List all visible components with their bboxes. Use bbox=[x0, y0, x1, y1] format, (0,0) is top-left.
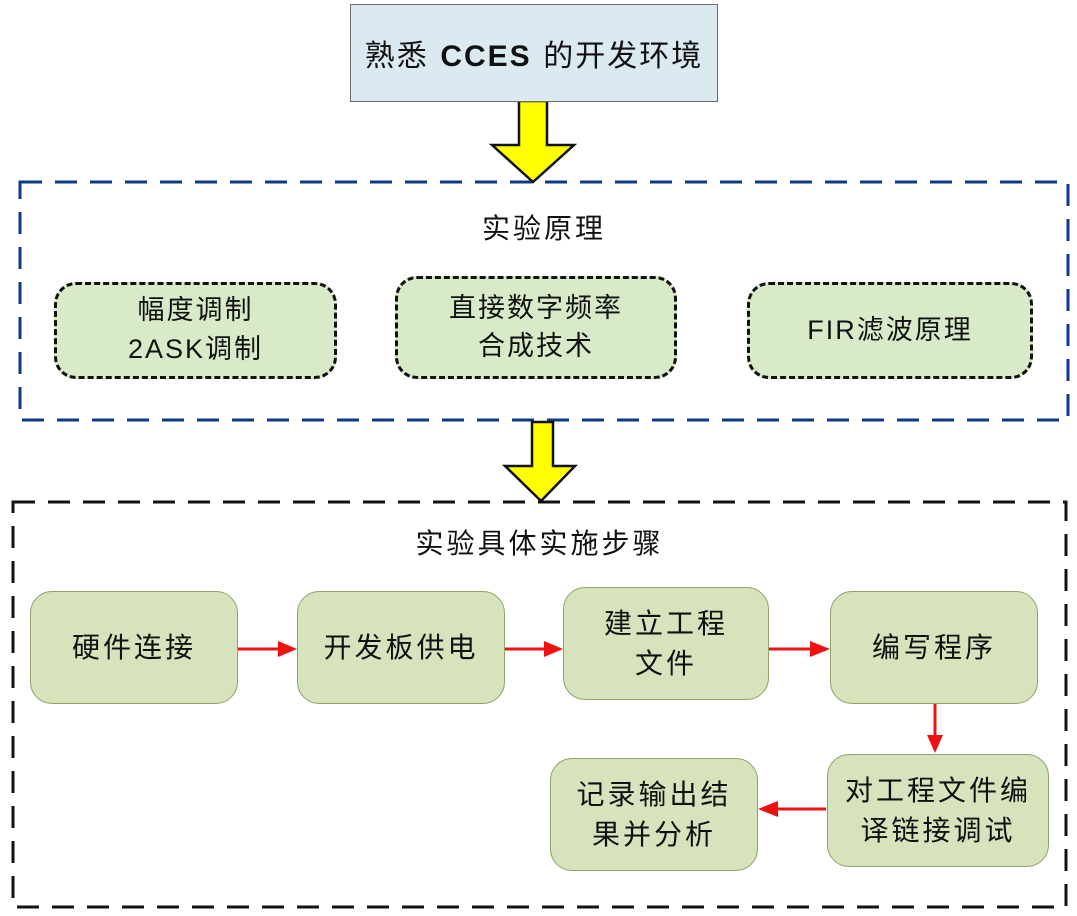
yellow-down-arrow-icon bbox=[501, 420, 578, 503]
step-box-create-project: 建立工程 文件 bbox=[563, 587, 769, 700]
arrow-right-icon bbox=[544, 641, 563, 657]
top-step-label: 熟悉 CCES 的开发环境 bbox=[364, 39, 704, 74]
arrow-right-icon bbox=[810, 641, 830, 657]
steps-container bbox=[11, 500, 1068, 909]
arrow-down-icon bbox=[927, 735, 943, 753]
step-box-write-program: 编写程序 bbox=[830, 591, 1038, 704]
step-box-compile-debug: 对工程文件编 译链接调试 bbox=[827, 754, 1049, 867]
principle-box-fir: FIR滤波原理 bbox=[747, 282, 1033, 379]
principles-title: 实验原理 bbox=[481, 212, 606, 245]
arrow-right-icon bbox=[278, 641, 297, 657]
top-step-box: 熟悉 CCES 的开发环境 bbox=[350, 4, 718, 102]
arrow-left-icon bbox=[758, 801, 778, 817]
step-arrows bbox=[238, 641, 943, 817]
step-box-record-analyze: 记录输出结 果并分析 bbox=[550, 758, 758, 871]
step-box-board-power: 开发板供电 bbox=[297, 591, 505, 704]
steps-title: 实验具体实施步骤 bbox=[415, 527, 664, 560]
yellow-down-arrow-icon bbox=[488, 99, 578, 184]
step-box-hardware-connect: 硬件连接 bbox=[30, 591, 238, 704]
principle-box-dds: 直接数字频率 合成技术 bbox=[395, 276, 677, 379]
principle-box-2ask: 幅度调制 2ASK调制 bbox=[54, 282, 337, 379]
principles-container bbox=[18, 180, 1070, 422]
